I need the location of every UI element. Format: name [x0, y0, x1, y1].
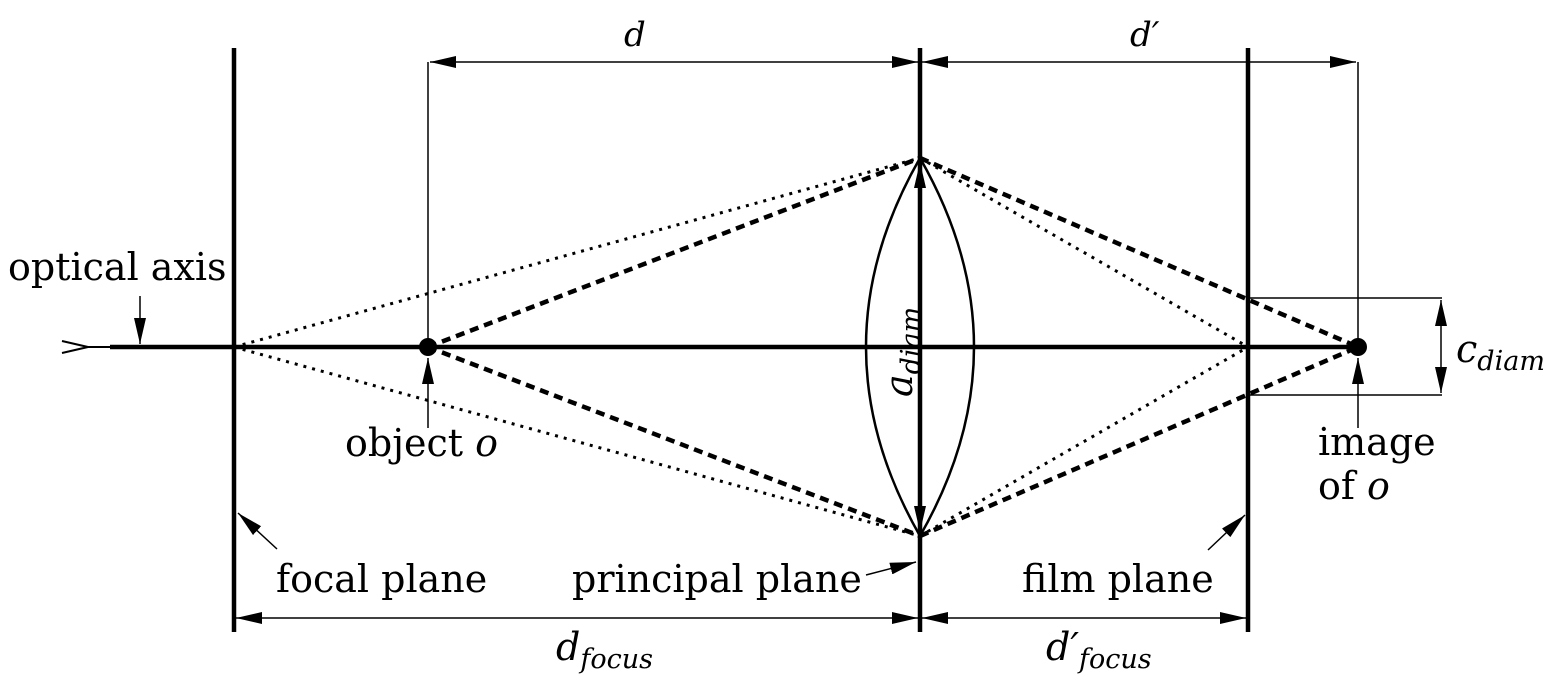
dotted-rays	[233, 156, 1249, 538]
focal-plane-pointer	[237, 512, 278, 550]
object-label: object o	[345, 421, 498, 465]
d-prime-label: d′	[1130, 15, 1160, 55]
optical-axis-label: optical axis	[8, 245, 227, 289]
object-point	[419, 338, 437, 356]
image-point	[1349, 338, 1367, 356]
image-label-line1: image	[1318, 420, 1436, 464]
c-diam-label: cdiam	[1456, 327, 1545, 377]
film-plane-pointer	[1207, 514, 1246, 551]
d-prime-focus-label: d′focus	[1046, 625, 1152, 675]
a-diam-label: adiam	[877, 307, 927, 397]
dashed-rays	[427, 155, 1359, 539]
focal-plane-label: focal plane	[276, 557, 487, 601]
d-label: d	[624, 15, 646, 55]
d-focus-label: dfocus	[556, 625, 653, 675]
principal-plane-label: principal plane	[572, 557, 862, 601]
image-label-line2: of o	[1318, 464, 1390, 508]
principal-plane-pointer	[865, 561, 917, 576]
film-plane-label: film plane	[1022, 557, 1214, 601]
